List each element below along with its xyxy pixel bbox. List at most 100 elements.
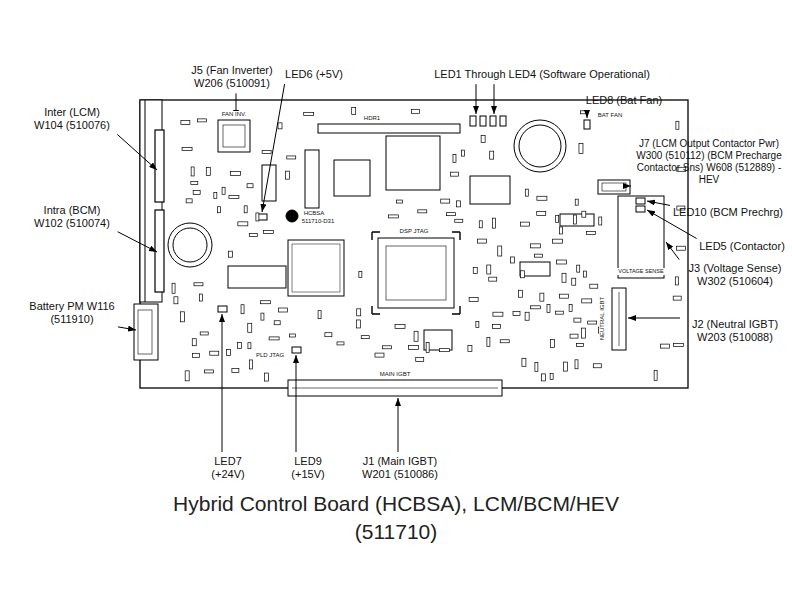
leader-line — [222, 314, 223, 452]
smd-part — [269, 337, 279, 340]
smd-part — [206, 167, 210, 175]
logo-mark — [286, 210, 298, 222]
smd-part — [498, 246, 502, 256]
silkscreen-text: VOLTAGE SENSE — [617, 268, 664, 275]
callout-label: LED7 (+24V) — [207, 455, 249, 481]
ic-chip — [305, 150, 319, 208]
smd-part — [489, 277, 497, 281]
ic-chip — [470, 176, 510, 204]
leader-line — [628, 318, 680, 319]
led — [500, 116, 506, 126]
fan-inverter-connector — [218, 120, 250, 152]
smd-part — [416, 357, 424, 361]
callout-label: J7 (LCM Output Contactor Pwr) W300 (5101… — [633, 138, 785, 186]
smd-part — [278, 123, 282, 129]
smd-part — [487, 337, 490, 346]
smd-part — [479, 221, 482, 228]
callout-label: LED5 (Contactor) — [699, 240, 785, 253]
smd-part — [197, 119, 206, 122]
smd-part — [559, 294, 568, 298]
smd-part — [199, 294, 202, 301]
ic-chip — [288, 240, 344, 296]
smd-part — [248, 323, 252, 332]
smd-part — [229, 196, 239, 199]
smd-part — [550, 339, 554, 347]
smd-part — [540, 293, 544, 301]
j7-connector — [598, 180, 630, 194]
voltage-sense-connector — [618, 196, 664, 278]
smd-part — [673, 296, 681, 300]
smd-part — [382, 346, 391, 349]
silkscreen-text: NEUTRAL IGBT — [599, 296, 606, 341]
smd-part — [222, 187, 225, 194]
smd-part — [490, 151, 494, 159]
leader-line — [118, 232, 157, 252]
smd-part — [537, 196, 547, 200]
smd-part — [550, 373, 553, 379]
leader-line — [630, 186, 631, 187]
callout-label: Inter (LCM) W104 (510076) — [29, 106, 115, 132]
smd-part — [238, 222, 248, 226]
smd-part — [191, 167, 194, 176]
smd-part — [375, 353, 384, 357]
silkscreen-text: FAN INV. — [221, 111, 247, 118]
smd-part — [180, 312, 184, 322]
smd-part — [457, 201, 461, 207]
smd-part — [261, 313, 264, 320]
leader-line — [118, 327, 136, 330]
smd-part — [570, 334, 578, 338]
smd-part — [274, 321, 280, 325]
smd-part — [577, 344, 584, 347]
smd-part — [241, 305, 244, 314]
smd-part — [359, 271, 362, 277]
callout-label: Intra (BCM) W102 (510074) — [29, 204, 115, 230]
smd-part — [575, 360, 578, 369]
smd-part — [193, 353, 200, 357]
callout-label: J5 (Fan Inverter) W206 (510091) — [182, 64, 282, 90]
smd-part — [237, 343, 241, 349]
smd-part — [556, 215, 559, 222]
smd-part — [248, 343, 251, 349]
smd-part — [553, 239, 563, 243]
smd-part — [575, 199, 578, 205]
smd-part — [525, 312, 529, 320]
smd-part — [229, 251, 233, 257]
smd-part — [247, 184, 253, 188]
silkscreen-text: HCBSA — [303, 210, 326, 217]
leader-line — [494, 84, 495, 114]
ic-chip — [334, 160, 370, 196]
smd-part — [185, 371, 189, 381]
ic-chip — [228, 266, 286, 288]
smd-part — [357, 309, 361, 316]
header-strip — [318, 124, 460, 133]
smd-part — [588, 321, 597, 324]
ic-chip — [386, 136, 440, 190]
smd-part — [555, 311, 563, 314]
smd-part — [563, 362, 567, 371]
callout-label: Battery PM W116 (511910) — [29, 300, 115, 326]
smd-part — [468, 345, 472, 351]
smd-part — [210, 351, 219, 355]
led — [292, 347, 301, 353]
smd-part — [461, 150, 464, 156]
smd-part — [441, 199, 450, 203]
led — [480, 116, 486, 126]
led — [218, 306, 227, 312]
smd-part — [244, 206, 247, 213]
led — [584, 120, 590, 129]
smd-part — [414, 331, 418, 341]
smd-part — [231, 171, 241, 175]
smd-part — [352, 108, 356, 115]
smd-part — [226, 349, 230, 355]
smd-part — [525, 189, 528, 196]
smd-part — [492, 325, 500, 329]
leader-line — [262, 84, 285, 212]
smd-part — [412, 109, 420, 113]
smd-part — [676, 121, 679, 129]
callout-label: J2 (Neutral IGBT) W203 (510088) — [683, 318, 787, 344]
smd-part — [286, 171, 290, 179]
intra-connector-slot — [155, 210, 164, 292]
smd-part — [261, 301, 271, 304]
smd-part — [590, 284, 598, 288]
smd-part — [518, 290, 522, 297]
